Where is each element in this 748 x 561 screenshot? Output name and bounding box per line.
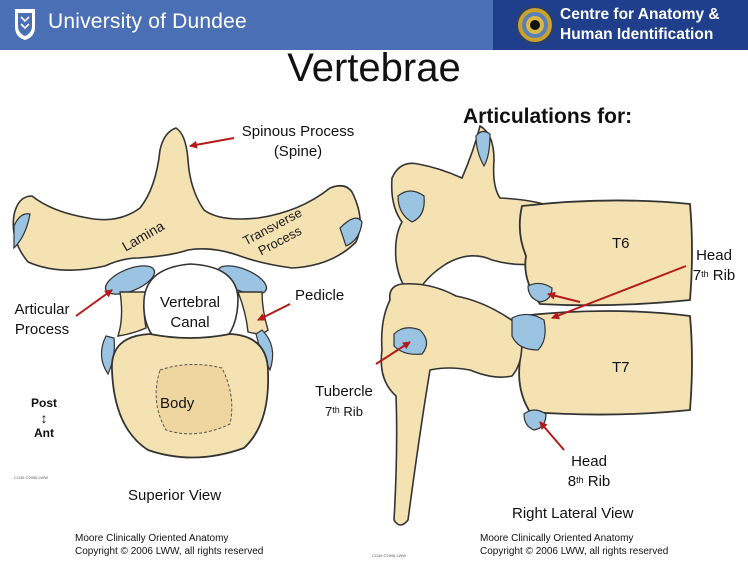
lateral-view-drawing bbox=[380, 124, 693, 526]
articulations-heading: Articulations for: bbox=[463, 105, 633, 128]
tubercle-rib-word: Rib bbox=[343, 404, 363, 419]
tubercle-label-line1: Tubercle bbox=[315, 383, 373, 400]
head7-suffix: th bbox=[701, 269, 709, 279]
superior-view-drawing bbox=[12, 127, 363, 459]
tubercle-7th-rib-label: Tubercle 7th Rib bbox=[302, 382, 386, 422]
orientation-ant: Ant bbox=[34, 426, 54, 440]
head-8th-rib-label: Head 8th Rib bbox=[556, 452, 622, 492]
vertebral-canal-label: Vertebral Canal bbox=[150, 293, 230, 333]
credit-right: Moore Clinically Oriented Anatomy Copyri… bbox=[480, 532, 668, 558]
spinous-process-label: Spinous Process (Spine) bbox=[230, 122, 366, 162]
head7-arrow-upper bbox=[547, 291, 581, 303]
body-label: Body bbox=[160, 395, 195, 412]
credit-right-line1: Moore Clinically Oriented Anatomy bbox=[480, 533, 634, 544]
t6-vertebral-body bbox=[518, 199, 693, 307]
spinous-label-line1: Spinous Process bbox=[241, 123, 355, 140]
head7-rib-word: Rib bbox=[712, 267, 736, 284]
articular-label-line1: Articular bbox=[14, 301, 70, 318]
head8-number: 8 bbox=[567, 473, 577, 490]
spinous-label-line2: (Spine) bbox=[273, 143, 323, 160]
head7-label-line2: 7th Rib bbox=[684, 266, 744, 286]
head8-label-line2: 8th Rib bbox=[556, 472, 622, 492]
orientation-post: Post bbox=[30, 396, 57, 410]
articular-arrow bbox=[75, 289, 113, 317]
up-down-arrow-icon: ↕ bbox=[40, 410, 48, 426]
canal-label-line1: Vertebral bbox=[159, 294, 221, 311]
head8-rib-word: Rib bbox=[587, 473, 611, 490]
head7-label-line1: Head bbox=[696, 247, 732, 264]
superior-tiny-credit: CO45 ©2006 LWW bbox=[14, 475, 48, 480]
label-arrows bbox=[75, 137, 687, 451]
head8-suffix: th bbox=[576, 475, 584, 485]
vertebral-arch bbox=[12, 127, 361, 271]
tubercle-label-line2: 7th Rib bbox=[302, 402, 386, 422]
head-7th-rib-label: Head 7th Rib bbox=[684, 246, 744, 286]
pedicle-label: Pedicle bbox=[295, 287, 345, 304]
university-crest-icon bbox=[15, 9, 35, 40]
canal-label-line2: Canal bbox=[170, 314, 210, 331]
t6-label: T6 bbox=[612, 235, 630, 252]
lateral-view-caption: Right Lateral View bbox=[512, 505, 634, 522]
head7-arrow-lower bbox=[551, 265, 687, 320]
credit-right-line2: Copyright © 2006 LWW, all rights reserve… bbox=[480, 546, 669, 557]
page-title: Vertebrae bbox=[287, 46, 461, 90]
superior-view-caption: Superior View bbox=[128, 487, 222, 504]
header-bar-university bbox=[0, 0, 493, 50]
pedicle-arrow bbox=[257, 303, 291, 321]
university-name: University of Dundee bbox=[48, 10, 247, 33]
centre-name-line2: Human Identification bbox=[560, 26, 714, 43]
head8-arrow bbox=[539, 421, 565, 451]
t7-label: T7 bbox=[612, 359, 630, 376]
tubercle-number: 7 bbox=[325, 404, 333, 419]
tubercle-suffix: th bbox=[332, 405, 340, 415]
orientation-indicator: Post ↕ Ant bbox=[22, 396, 66, 441]
credit-left-line2: Copyright © 2006 LWW, all rights reserve… bbox=[75, 546, 264, 557]
tubercle-arrow bbox=[375, 341, 411, 365]
head7-number: 7 bbox=[692, 267, 702, 284]
credit-left-line1: Moore Clinically Oriented Anatomy bbox=[75, 533, 229, 544]
credit-left: Moore Clinically Oriented Anatomy Copyri… bbox=[75, 532, 263, 558]
centre-name-line1: Centre for Anatomy & bbox=[560, 6, 720, 23]
lateral-tiny-credit: CO45 ©2006 LWW bbox=[372, 553, 406, 558]
t7-posterior-elements bbox=[380, 282, 523, 526]
head8-label-line1: Head bbox=[571, 453, 607, 470]
articular-label-line2: Process bbox=[14, 321, 70, 338]
articular-process-label: Articular Process bbox=[6, 300, 78, 340]
spinous-arrow bbox=[189, 137, 235, 149]
eye-iris-icon bbox=[515, 5, 555, 45]
